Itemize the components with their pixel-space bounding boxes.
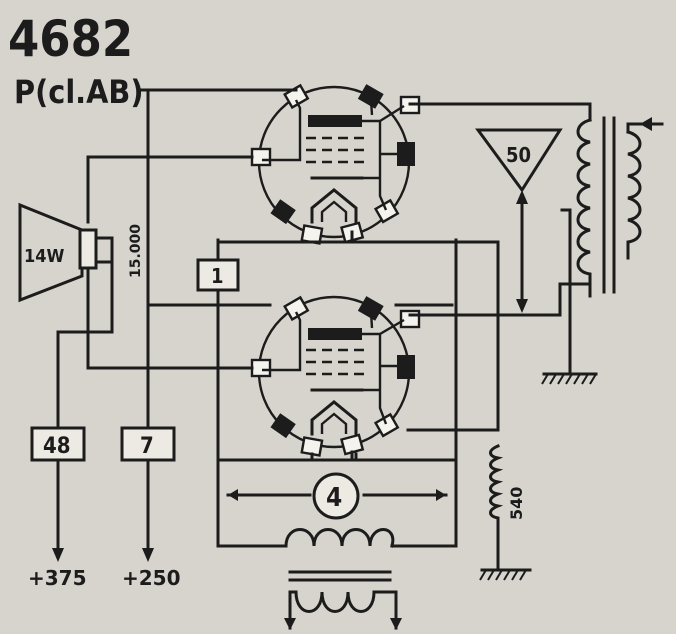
resistor-540: 540 <box>489 444 526 548</box>
resistor-15000-label: 15.000 <box>128 224 144 278</box>
speaker: 14W <box>18 202 98 303</box>
lower-tube <box>250 295 421 457</box>
resistor-7: 7 <box>120 426 176 462</box>
supply-250-label: +250 <box>122 566 181 590</box>
resistor-7-label: 7 <box>140 434 154 459</box>
capacitor-4-label: 4 <box>326 483 342 513</box>
heater-transformer <box>284 528 402 630</box>
supply-375-label: +375 <box>28 566 87 590</box>
resistor-540-label: 540 <box>507 487 526 520</box>
capacitor-50-label: 50 <box>506 143 531 167</box>
capacitor-50: 50 <box>475 128 563 193</box>
speaker-power-label: 14W <box>24 246 65 267</box>
ground-symbol-right <box>541 372 598 385</box>
resistor-48-label: 48 <box>43 434 71 459</box>
upper-tube <box>250 83 421 245</box>
wiring <box>52 88 592 562</box>
resistor-1: 1 <box>196 258 240 292</box>
tube-number: 4682 <box>8 10 133 68</box>
output-transformer <box>576 116 664 298</box>
resistor-48: 48 <box>30 426 86 462</box>
tube-mode-label: P(cl.AB) <box>14 73 143 111</box>
resistor-1-label: 1 <box>211 264 224 288</box>
capacitor-4: 4 <box>312 472 360 520</box>
ground-symbol-bottom <box>479 544 532 581</box>
